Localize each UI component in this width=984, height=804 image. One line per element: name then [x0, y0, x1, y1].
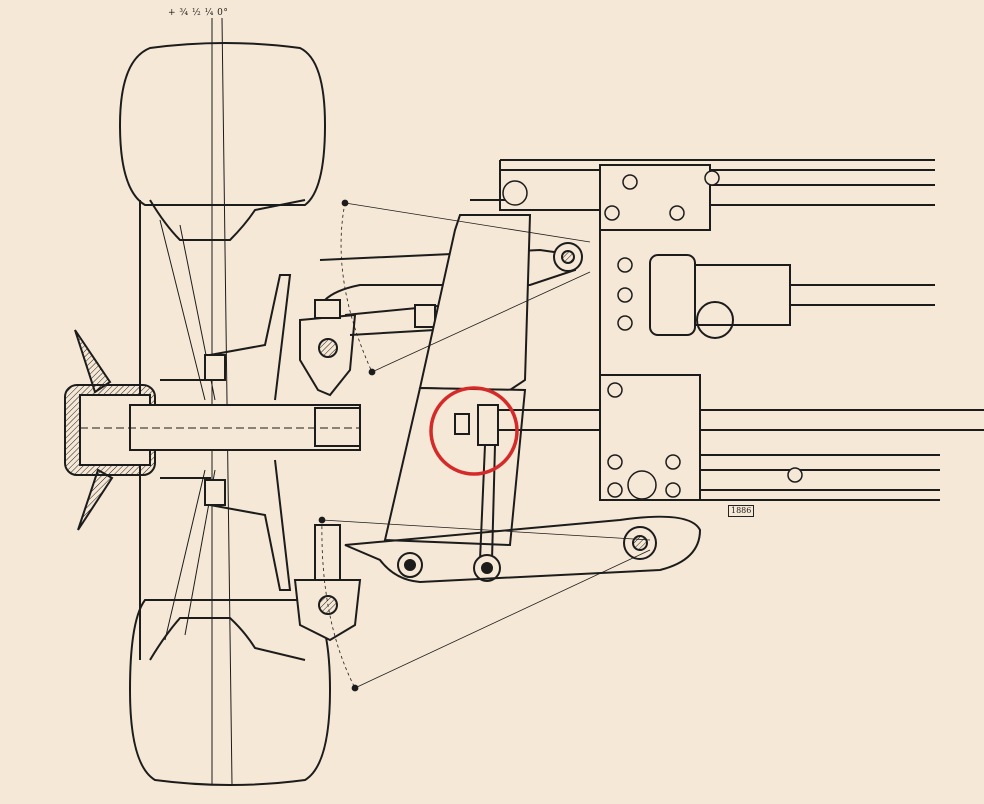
- drop-link-icon: [454, 404, 501, 582]
- circle-mark: [429, 386, 519, 476]
- construction-lines: [318, 199, 651, 692]
- lower-ball-joint: [293, 524, 362, 642]
- rack-icon: [649, 254, 935, 339]
- tyre-icon: [118, 42, 332, 786]
- anti-roll-bar: [498, 409, 984, 431]
- hub-icon: [64, 384, 361, 476]
- brake-drum-icon: [160, 274, 292, 591]
- upper-ball-joint: [299, 299, 357, 397]
- reference-number: 1886: [728, 505, 755, 517]
- camber-lines: [211, 17, 233, 786]
- camber-scale-label: + ¾ ½ ¼ 0°: [168, 8, 229, 18]
- bolt-heads: [502, 170, 803, 500]
